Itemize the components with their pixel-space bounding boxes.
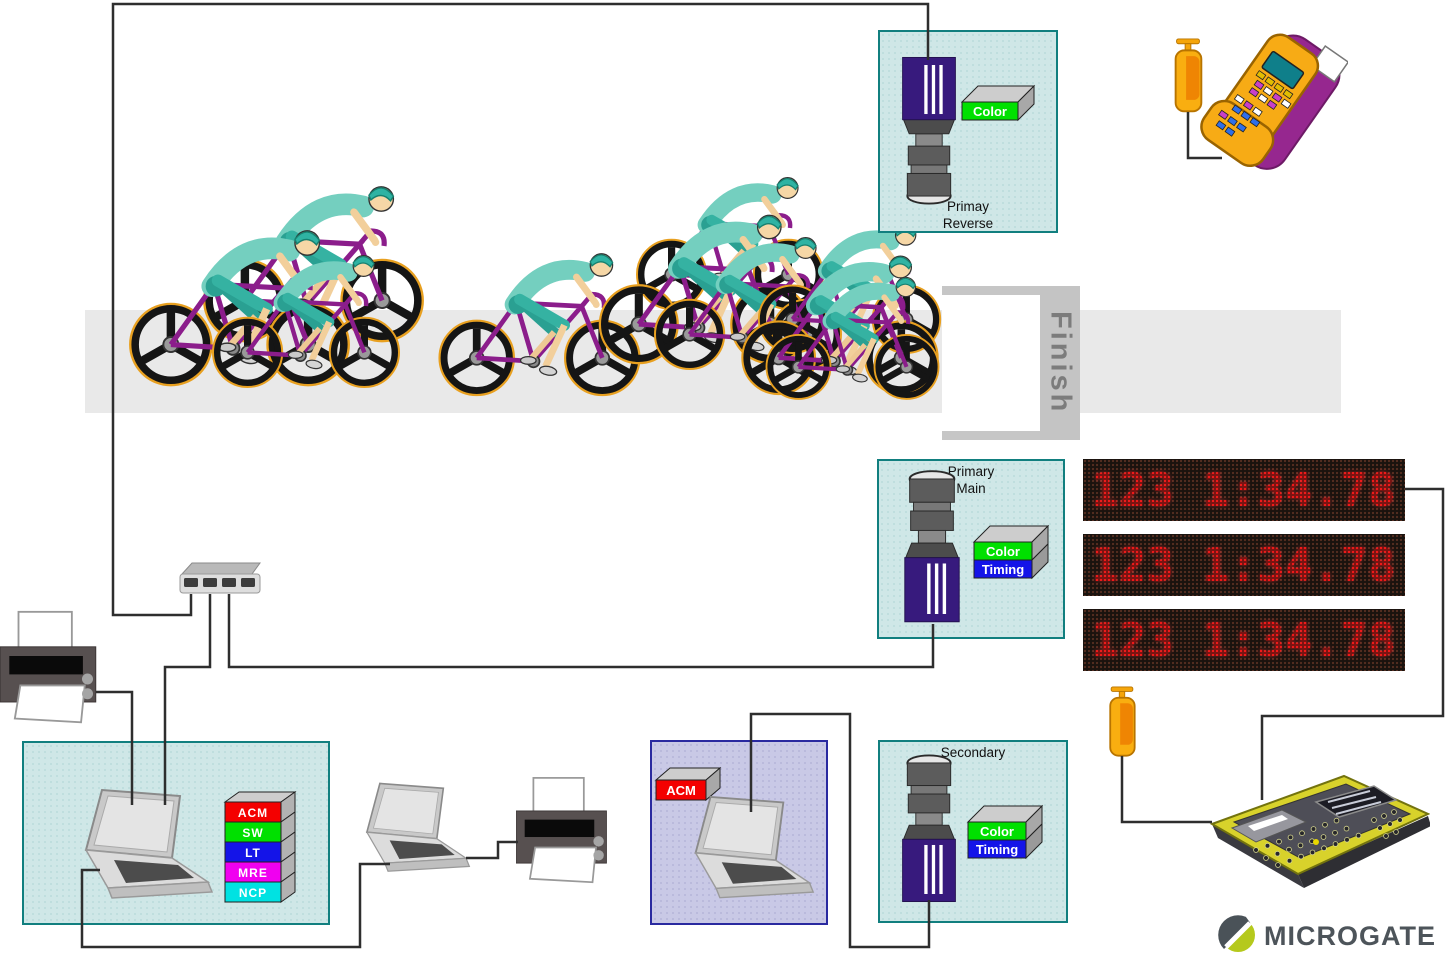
led-display-value: 123 1:34.78 bbox=[1091, 463, 1396, 517]
acm-module: ACM bbox=[654, 766, 722, 802]
svg-text:Timing: Timing bbox=[982, 562, 1024, 577]
primary-reverse-label: Primay Reverse bbox=[942, 199, 994, 231]
camera-icon-secondary bbox=[901, 754, 957, 903]
svg-text:NCP: NCP bbox=[239, 886, 267, 900]
primary-main-label: Primary Main bbox=[947, 464, 995, 496]
svg-text:LT: LT bbox=[245, 846, 261, 860]
microgate-logo: MICROGATE bbox=[1218, 915, 1436, 952]
finish-gate bbox=[942, 286, 1042, 440]
led-display-1: 123 1:34.78 bbox=[1083, 459, 1405, 521]
laptop-acm bbox=[694, 795, 815, 899]
printer-middle bbox=[516, 777, 608, 884]
photocell-icon-finish bbox=[1109, 686, 1136, 757]
printer-left bbox=[0, 610, 97, 724]
svg-text:SW: SW bbox=[242, 826, 263, 840]
timing-console bbox=[1209, 774, 1430, 888]
color-module: Color bbox=[960, 84, 1036, 122]
handheld-timer bbox=[1200, 33, 1348, 170]
color-timing-module-main: Color Timing bbox=[972, 524, 1050, 580]
led-display-3: 123 1:34.78 bbox=[1083, 609, 1405, 671]
software-stack: ACM SW LT MRE NCP bbox=[223, 791, 297, 903]
finish-banner: Finish bbox=[1040, 286, 1080, 440]
color-timing-module-secondary: Color Timing bbox=[966, 804, 1044, 860]
laptop-middle bbox=[366, 782, 471, 873]
network-switch bbox=[179, 562, 261, 594]
led-display-value: 123 1:34.78 bbox=[1091, 538, 1396, 592]
finish-banner-label: Finish bbox=[1044, 311, 1077, 415]
camera-icon-primary-reverse bbox=[901, 56, 957, 205]
led-display-2: 123 1:34.78 bbox=[1083, 534, 1405, 596]
svg-text:ACM: ACM bbox=[666, 783, 696, 798]
svg-text:Timing: Timing bbox=[976, 842, 1018, 857]
svg-text:MICROGATE: MICROGATE bbox=[1264, 921, 1436, 951]
camera-icon-primary-main bbox=[903, 470, 961, 623]
laptop-timing bbox=[85, 789, 213, 899]
svg-text:ACM: ACM bbox=[238, 806, 268, 820]
svg-text:Color: Color bbox=[973, 104, 1007, 119]
svg-text:Color: Color bbox=[986, 544, 1020, 559]
svg-text:MRE: MRE bbox=[238, 866, 268, 880]
svg-text:Color: Color bbox=[980, 824, 1014, 839]
led-display-value: 123 1:34.78 bbox=[1091, 613, 1396, 667]
secondary-label: Secondary bbox=[940, 745, 1006, 760]
